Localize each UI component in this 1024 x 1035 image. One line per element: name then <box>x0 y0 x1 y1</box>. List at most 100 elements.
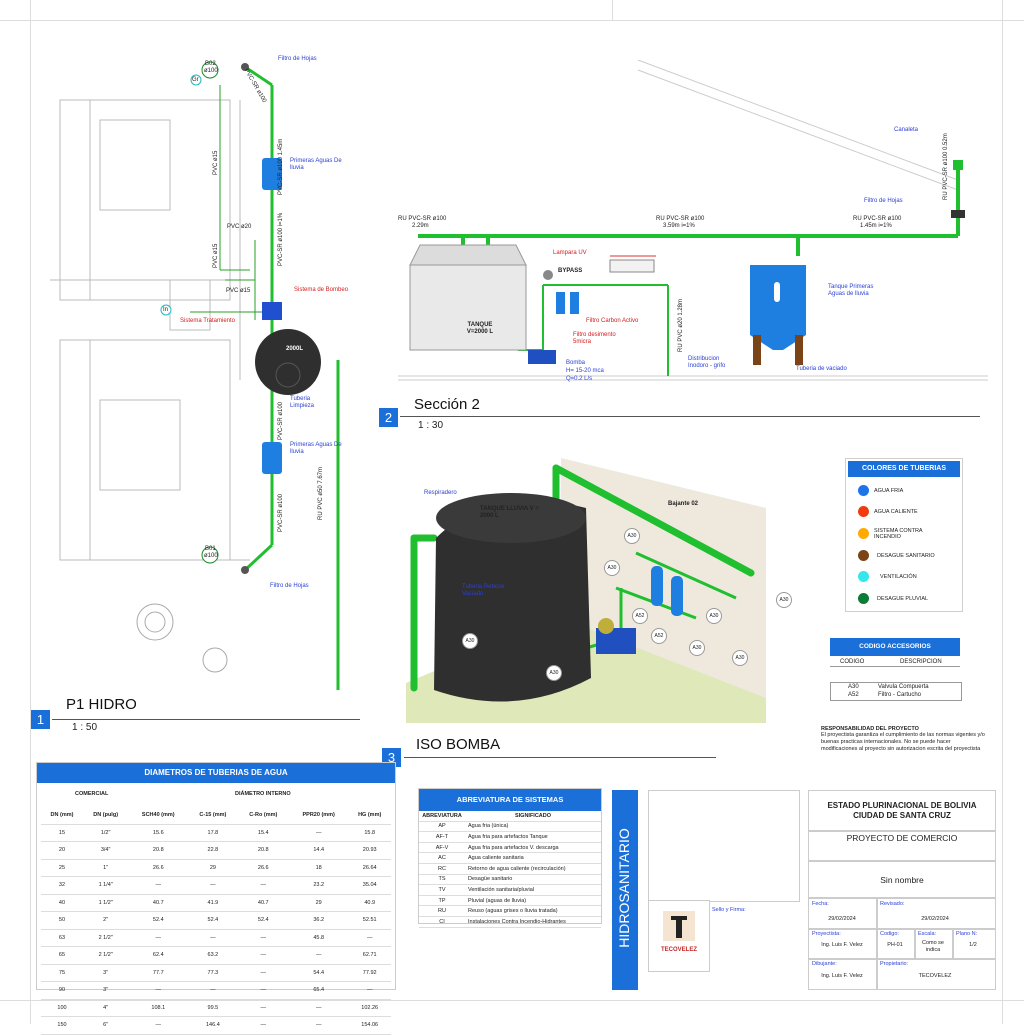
table-cell: 77.7 <box>128 964 189 982</box>
abbr-col-meaning: SIGNIFICADO <box>465 811 601 822</box>
table-cell: — <box>289 999 349 1017</box>
tb-plano <box>952 928 996 960</box>
tb-proyectista <box>808 928 878 960</box>
accessories-col-code: CODIGO <box>840 659 865 665</box>
sheet-border-right <box>1002 0 1003 1024</box>
table-cell: — <box>188 929 238 947</box>
section-label-filtro-hojas: Filtro de Hojas <box>864 198 903 204</box>
pipe-header: DN (pulg) <box>82 807 129 825</box>
color-dot-sanitario <box>858 550 869 561</box>
table-cell: — <box>237 946 290 965</box>
table-cell: 1/2" <box>82 824 129 842</box>
table-cell: — <box>289 824 349 842</box>
table-cell: 40.9 <box>348 894 391 912</box>
logo-text: TECOVELEZ <box>660 947 697 953</box>
title-block-logo-area <box>648 790 800 902</box>
pipe-table-title: DIAMETROS DE TUBERIAS DE AGUA <box>37 763 395 783</box>
sheet-border-bottom <box>0 1000 1024 1001</box>
section-label-bypass: BYPASS <box>558 268 583 274</box>
plan-label-ru-pvc50: RU PVC ø50 7.67m <box>318 466 324 520</box>
table-cell: 20.8 <box>237 841 290 860</box>
tb-codigo <box>876 928 916 960</box>
color-dot-incendio <box>858 528 869 539</box>
section-label-canaleta: Canaleta <box>894 127 919 133</box>
table-cell: — <box>188 876 238 895</box>
dibujante-value: Ing. Luis F. Velez <box>821 973 863 979</box>
plan-label-tuberia-limpieza: Tuberia Limpieza <box>290 396 315 409</box>
table-cell: 146.4 <box>188 1016 238 1035</box>
table-cell: 52.51 <box>348 911 391 930</box>
table-cell: Agua caliente sanitaria <box>465 852 601 864</box>
table-cell: 18 <box>289 859 349 877</box>
sheet-divider-top <box>612 0 613 20</box>
color-label-sanitario: DESAGUE SANITARIO <box>877 553 935 559</box>
discipline-label: HIDROSANITARIO <box>616 828 632 948</box>
plan-label-b01-dia: ø100 <box>204 553 218 559</box>
table-cell: 23.2 <box>289 876 349 895</box>
table-cell: RC <box>419 863 465 875</box>
proyectista-label: Proyectista: <box>812 931 841 937</box>
table-cell: 77.92 <box>348 964 391 982</box>
table-cell: 1 1/4" <box>82 876 129 895</box>
table-cell: 15.8 <box>348 824 391 842</box>
table-cell: 54.4 <box>289 964 349 982</box>
tb-fecha <box>808 898 878 930</box>
section-label-bomba: Bomba <box>566 360 586 366</box>
pipe-table: DIAMETROS DE TUBERIAS DE AGUA COMERCIAL … <box>36 762 396 1035</box>
plan-view-number: 1 <box>31 710 50 729</box>
section-view-title: Sección 2 <box>414 396 480 413</box>
title-block-name: Sin nombre <box>808 860 996 898</box>
plan-label-b02: B02 <box>205 61 216 67</box>
table-cell: 108.1 <box>128 999 189 1017</box>
table-cell: Agua fria (única) <box>465 821 601 833</box>
color-dot-agua-caliente <box>858 506 869 517</box>
pipe-table-group-commercial: COMERCIAL <box>75 791 109 797</box>
escala-value: Como se indica <box>921 940 944 953</box>
section-label-bomba-q: Q=0.2 L/s <box>566 376 593 382</box>
color-label-incendio: SISTEMA CONTRA INCENDIO <box>874 528 923 540</box>
table-cell: 3/4" <box>82 841 129 860</box>
revisado-value: 29/02/2024 <box>921 916 949 922</box>
table-cell: 154.06 <box>348 1016 391 1035</box>
color-legend: COLORES DE TUBERIAS AGUA FRIA AGUA CALIE… <box>845 458 963 612</box>
table-cell: — <box>289 1016 349 1035</box>
codigo-value: PH-01 <box>887 942 903 948</box>
section-label-carbon: Filtro Carbon Activo <box>586 318 639 324</box>
table-cell: — <box>128 929 189 947</box>
section-label-ru-r2-len: 1.45m i=1% <box>860 223 892 229</box>
accessories-desc-1: Valvula Compuerta <box>878 684 929 690</box>
table-cell: 25 <box>41 859 83 877</box>
table-cell: 29 <box>188 859 238 877</box>
iso-view: Respiradero TANQUE LLUVIA V = 2000 L Baj… <box>406 458 792 723</box>
table-cell: 52.4 <box>237 911 290 930</box>
section-label-tanque: TANQUE V=2000 L <box>466 322 494 335</box>
table-cell: 20 <box>41 841 83 860</box>
table-cell: AF-V <box>419 842 465 854</box>
table-cell: — <box>237 999 290 1017</box>
plan-label-gr: Gr <box>192 77 199 83</box>
entity-line1: ESTADO PLURINACIONAL DE BOLIVIA <box>827 801 977 810</box>
accessories-desc-2: Filtro - Cartucho <box>878 692 922 698</box>
tb-propietario <box>876 958 996 990</box>
table-cell: — <box>348 929 391 947</box>
iso-tag-4: A52 <box>632 608 648 624</box>
table-cell: 29 <box>289 894 349 912</box>
accessories-code-1: A30 <box>848 684 859 690</box>
table-cell: 26.6 <box>237 859 290 877</box>
pipe-header: DN (mm) <box>41 807 83 825</box>
table-cell: AC <box>419 852 465 864</box>
table-cell: 99.5 <box>188 999 238 1017</box>
plan-label-primeras-aguas-2: Primeras Aguas De lluvia <box>290 442 342 455</box>
table-cell: Instalaciones Contra Incendio-Hidrantes <box>465 916 601 928</box>
iso-tag-2: A30 <box>604 560 620 576</box>
table-cell: 32 <box>41 876 83 895</box>
accessories-header-line <box>830 666 960 667</box>
table-cell: 4" <box>82 999 129 1017</box>
plan-label-pvc-145: PVC-SR ø100 1.45m <box>278 138 284 195</box>
